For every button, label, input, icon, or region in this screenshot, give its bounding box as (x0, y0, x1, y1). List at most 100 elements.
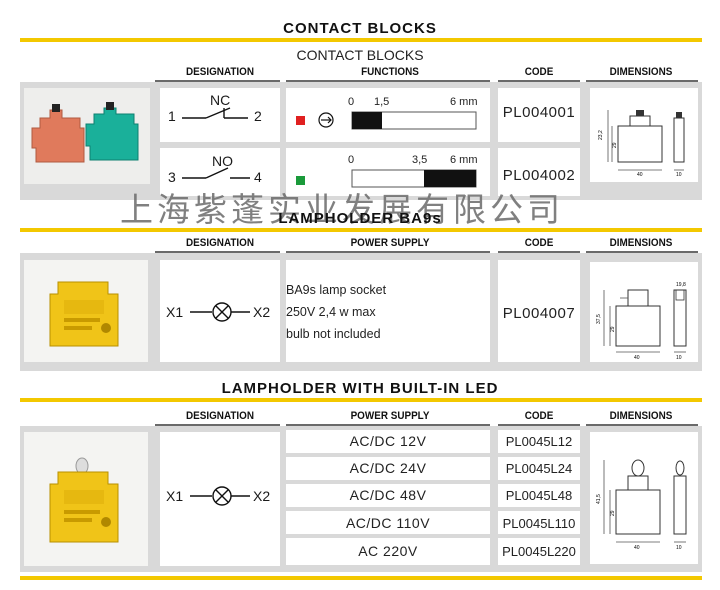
section-title-lampholder: LAMPHOLDER BA9s (278, 210, 442, 227)
product-photo-contact-blocks (24, 88, 150, 184)
x2-label: X2 (253, 304, 271, 320)
dim-label: 23,2 (598, 130, 604, 140)
lamp-symbol: X1 X2 (160, 260, 280, 362)
nc-color-square (296, 116, 305, 125)
dim-label: 10 (676, 545, 682, 551)
header-designation: DESIGNATION (185, 410, 255, 422)
dim-label: 29 (610, 326, 616, 332)
header-rule (286, 251, 490, 253)
header-rule (155, 251, 280, 253)
tick-mid: 1,5 (374, 96, 390, 108)
power-value: AC/DC 110V (345, 515, 431, 531)
terminal-3-label: 3 (168, 169, 176, 185)
power-row (286, 484, 490, 507)
nc-label: NC (210, 92, 231, 108)
header-power-supply: POWER SUPPLY (350, 410, 430, 422)
section-divider (20, 398, 702, 402)
product-code: PL0045L48 (505, 488, 573, 503)
product-code: PL004007 (502, 305, 576, 322)
tick-zero: 0 (348, 154, 355, 166)
code-cell (498, 430, 580, 453)
header-rule (498, 251, 580, 253)
header-rule (286, 424, 490, 426)
dimension-drawing: 23,2 29 40 10 (590, 88, 698, 182)
nc-contact-symbol: 1 2 NC (160, 88, 280, 142)
dim-label: 37,5 (596, 314, 602, 324)
header-rule (498, 80, 580, 82)
power-line: BA9s lamp socket (286, 283, 387, 297)
header-rule (586, 424, 698, 426)
power-supply-cell (286, 260, 490, 362)
dimension-drawing: 19,8 37,5 29 40 10 (590, 262, 698, 362)
product-code: PL0045L12 (505, 434, 573, 449)
product-code: PL0045L24 (505, 461, 573, 476)
section-divider (20, 38, 702, 42)
product-code: PL0045L110 (502, 516, 576, 531)
x1-label: X1 (166, 488, 184, 504)
header-power-supply: POWER SUPPLY (350, 237, 430, 249)
section-divider (20, 228, 702, 232)
power-row (286, 538, 490, 565)
dimension-drawing: 41,5 29 40 10 (590, 432, 698, 564)
no-label: NO (212, 153, 233, 169)
tick-mid: 3,5 (412, 154, 428, 166)
power-row (286, 430, 490, 453)
lamp-symbol: X1 X2 (160, 432, 280, 566)
power-value: AC/DC 24V (349, 460, 427, 476)
header-code: CODE (524, 237, 554, 249)
header-rule (586, 251, 698, 253)
dim-label: 40 (634, 545, 640, 551)
header-dimensions: DIMENSIONS (609, 237, 673, 249)
power-line: bulb not included (286, 327, 381, 341)
dim-label: 19,8 (676, 282, 686, 288)
header-rule (155, 424, 280, 426)
header-designation: DESIGNATION (185, 66, 255, 78)
code-cell (498, 484, 580, 507)
terminal-4-label: 4 (254, 169, 262, 185)
header-code: CODE (524, 410, 554, 422)
product-code: PL0045L220 (502, 544, 576, 559)
x1-label: X1 (166, 304, 184, 320)
terminal-2-label: 2 (254, 108, 262, 124)
power-line: 250V 2,4 w max (286, 305, 376, 319)
dim-label: 10 (676, 172, 682, 178)
header-dimensions: DIMENSIONS (609, 410, 673, 422)
header-designation: DESIGNATION (185, 237, 255, 249)
tick-end: 6 mm (450, 154, 478, 166)
header-rule (155, 80, 280, 82)
page-title: CONTACT BLOCKS (283, 20, 437, 37)
section-title-led-lampholder: LAMPHOLDER WITH BUILT-IN LED (221, 380, 499, 397)
dim-label: 29 (612, 142, 618, 148)
dim-label: 40 (637, 172, 643, 178)
code-cell (498, 457, 580, 480)
watermark: 上海紫蓬实业发展有限公司 (120, 190, 564, 229)
dim-label: 40 (634, 355, 640, 361)
code-cell (498, 538, 580, 565)
product-photo-led-lampholder (24, 432, 148, 566)
section-subtitle: CONTACT BLOCKS (296, 47, 424, 63)
power-row (286, 457, 490, 480)
power-value: AC/DC 12V (349, 433, 427, 449)
header-rule (286, 80, 490, 82)
function-diagram-nc: 0 1,5 6 mm (286, 88, 490, 142)
product-photo-lampholder (24, 260, 148, 362)
terminal-1-label: 1 (168, 108, 176, 124)
code-cell (498, 260, 580, 362)
no-color-square (296, 176, 305, 185)
power-row (286, 511, 490, 534)
bottom-divider (20, 576, 702, 580)
product-code: PL004002 (502, 167, 576, 184)
code-cell (498, 88, 580, 142)
dim-label: 41,5 (596, 494, 602, 504)
dim-label: 10 (676, 355, 682, 361)
header-rule (498, 424, 580, 426)
header-dimensions: DIMENSIONS (609, 66, 673, 78)
no-contact-symbol: 3 4 NO (160, 148, 280, 196)
code-cell (498, 148, 580, 196)
power-value: AC 220V (358, 543, 418, 559)
dim-label: 29 (610, 510, 616, 516)
header-code: CODE (524, 66, 554, 78)
tick-end: 6 mm (450, 96, 478, 108)
function-diagram-no: 0 3,5 6 mm (286, 148, 490, 196)
tick-zero: 0 (348, 96, 355, 108)
